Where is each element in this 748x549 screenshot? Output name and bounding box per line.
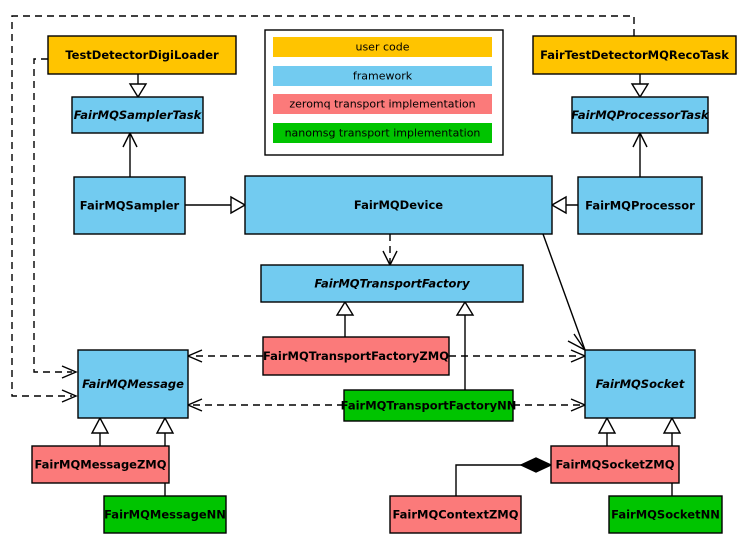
node-fair-mq-processor[interactable]: FairMQProcessor: [577, 176, 703, 235]
node-test-detector-digi-loader[interactable]: TestDetectorDigiLoader: [47, 35, 237, 75]
arrowhead-sampler-to-device: [230, 195, 247, 215]
legend-swatch-user-code: [273, 37, 492, 57]
node-label-fair-mq-message: FairMQMessage: [82, 377, 184, 391]
node-box-fair-mq-transport-factory-zmq[interactable]: [262, 336, 450, 376]
node-fair-mq-socket-nn[interactable]: FairMQSocketNN: [608, 495, 723, 534]
legend-swatch-nanomsg: [273, 123, 492, 143]
node-label-fair-mq-socket-nn: FairMQSocketNN: [611, 508, 720, 522]
arrowhead-socket-nn-to-socket: [662, 416, 682, 434]
edge-device-to-socket: [542, 233, 586, 351]
node-fair-mq-transport-factory[interactable]: FairMQTransportFactory: [260, 264, 524, 303]
node-box-fair-mq-device[interactable]: [244, 175, 553, 235]
node-label-fair-mq-transport-factory-nn: FairMQTransportFactoryNN: [341, 399, 517, 413]
edge-reco-task-to-message: [11, 15, 635, 397]
node-box-fair-mq-context-zmq[interactable]: [389, 495, 522, 534]
node-box-fair-mq-sampler-task[interactable]: [71, 96, 204, 134]
node-label-fair-mq-device: FairMQDevice: [354, 198, 443, 212]
node-box-fair-mq-socket-zmq[interactable]: [550, 445, 680, 484]
node-label-fair-mq-context-zmq: FairMQContextZMQ: [392, 508, 518, 522]
legend-swatch-zeromq: [273, 94, 492, 114]
legend-label-nanomsg: nanomsg transport implementation: [285, 127, 481, 140]
node-label-fair-test-detector-mq-reco-task: FairTestDetectorMQRecoTask: [540, 48, 729, 62]
legend-swatch-framework: [273, 66, 492, 86]
legend-label-framework: framework: [353, 70, 413, 83]
node-label-fair-mq-socket: FairMQSocket: [596, 377, 685, 391]
node-label-fair-mq-processor-task: FairMQProcessorTask: [571, 108, 710, 122]
arrowhead-context-zmq-to-socket-zmq: [519, 457, 553, 473]
node-fair-mq-processor-task[interactable]: FairMQProcessorTask: [571, 96, 710, 134]
node-fair-mq-transport-factory-nn[interactable]: FairMQTransportFactoryNN: [341, 389, 517, 422]
arrowhead-processor-to-device: [550, 195, 567, 215]
node-label-fair-mq-processor: FairMQProcessor: [585, 199, 695, 213]
arrowhead-message-zmq-to-message: [90, 416, 110, 434]
node-label-fair-mq-sampler-task: FairMQSamplerTask: [74, 108, 203, 122]
node-fair-mq-transport-factory-zmq[interactable]: FairMQTransportFactoryZMQ: [262, 336, 450, 376]
arrowhead-tfnn-to-transport-factory: [455, 300, 475, 316]
node-label-fair-mq-message-nn: FairMQMessageNN: [104, 508, 226, 522]
node-fair-mq-message-zmq[interactable]: FairMQMessageZMQ: [31, 445, 170, 484]
arrowhead-message-nn-to-message: [155, 416, 175, 434]
edge-context-zmq-to-socket-zmq: [455, 464, 535, 496]
arrowhead-socket-zmq-to-socket: [597, 416, 617, 434]
node-box-fair-mq-transport-factory-nn[interactable]: [343, 389, 514, 422]
node-fair-mq-socket[interactable]: FairMQSocket: [584, 349, 696, 419]
node-label-fair-mq-transport-factory: FairMQTransportFactory: [314, 277, 470, 291]
node-box-fair-mq-processor-task[interactable]: [571, 96, 709, 134]
node-label-fair-mq-message-zmq: FairMQMessageZMQ: [34, 458, 166, 472]
node-fair-mq-device[interactable]: FairMQDevice: [244, 175, 553, 235]
node-fair-mq-sampler-task[interactable]: FairMQSamplerTask: [71, 96, 204, 134]
legend: user code framework zeromq transport imp…: [264, 29, 504, 156]
legend-label-zeromq: zeromq transport implementation: [289, 98, 475, 111]
node-box-fair-mq-message-nn[interactable]: [103, 495, 227, 534]
legend-label-user-code: user code: [355, 41, 409, 54]
node-fair-mq-context-zmq[interactable]: FairMQContextZMQ: [389, 495, 522, 534]
node-box-test-detector-digi-loader[interactable]: [47, 35, 237, 75]
node-layer: TestDetectorDigiLoader FairTestDetectorMQ…: [31, 35, 737, 534]
arrowhead-reco-task-to-message: [61, 389, 78, 403]
node-box-fair-mq-sampler[interactable]: [73, 176, 186, 235]
node-box-fair-mq-transport-factory[interactable]: [260, 264, 524, 303]
arrowhead-tfzmq-to-transport-factory: [335, 300, 355, 316]
node-fair-mq-sampler[interactable]: FairMQSampler: [73, 176, 186, 235]
node-label-fair-mq-socket-zmq: FairMQSocketZMQ: [556, 458, 675, 472]
node-box-fair-mq-socket[interactable]: [584, 349, 696, 419]
node-label-test-detector-digi-loader: TestDetectorDigiLoader: [65, 48, 219, 62]
arrowhead-reco-task-to-processor-task: [630, 83, 650, 99]
node-fair-test-detector-mq-reco-task[interactable]: FairTestDetectorMQRecoTask: [532, 35, 737, 75]
node-fair-mq-message-nn[interactable]: FairMQMessageNN: [103, 495, 227, 534]
arrowhead-digi-loader-to-sampler-task: [128, 83, 148, 99]
node-fair-mq-socket-zmq[interactable]: FairMQSocketZMQ: [550, 445, 680, 484]
node-box-fair-mq-processor[interactable]: [577, 176, 703, 235]
node-box-fair-mq-socket-nn[interactable]: [608, 495, 723, 534]
node-box-fair-test-detector-mq-reco-task[interactable]: [532, 35, 737, 75]
node-label-fair-mq-sampler: FairMQSampler: [80, 199, 180, 213]
node-fair-mq-message[interactable]: FairMQMessage: [77, 349, 189, 419]
node-label-fair-mq-transport-factory-zmq: FairMQTransportFactoryZMQ: [263, 349, 449, 363]
node-box-fair-mq-message[interactable]: [77, 349, 189, 419]
node-box-fair-mq-message-zmq[interactable]: [31, 445, 170, 484]
arrowhead-digi-loader-to-message: [61, 365, 78, 379]
edge-digi-loader-to-message: [33, 58, 72, 373]
